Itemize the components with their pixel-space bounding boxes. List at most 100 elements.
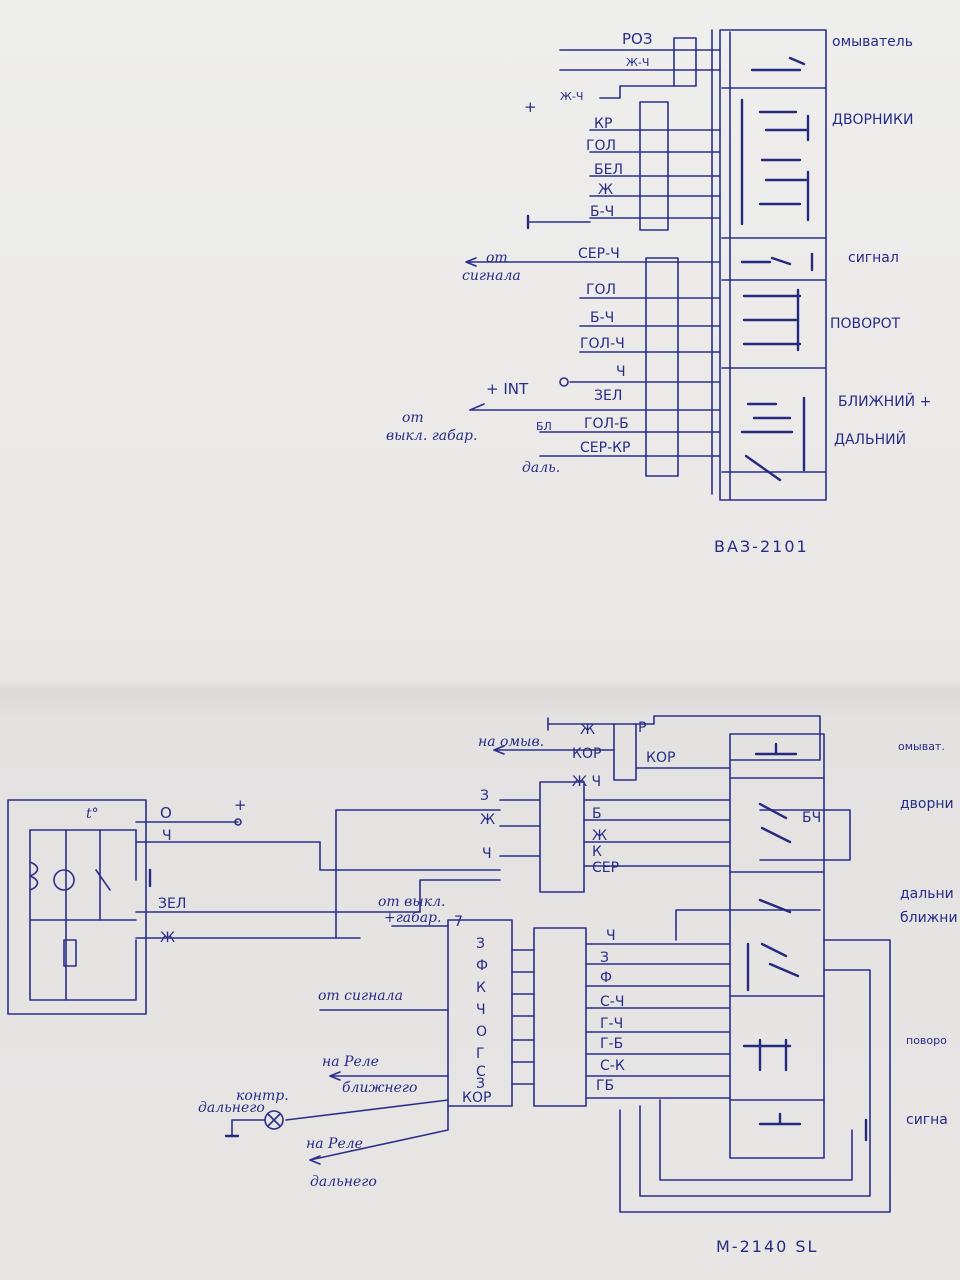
label-turn: ПОВОРОТ <box>830 316 901 332</box>
label-gol-c: ГОЛ <box>586 282 616 298</box>
label-z-mid: З <box>480 788 489 804</box>
label-bl: БЛ <box>536 420 552 433</box>
label-low-2: ближни <box>900 910 958 926</box>
label-zh-mid-r: Ж <box>592 828 607 844</box>
connector-a <box>673 37 697 87</box>
title-m-2140: М-2140 SL <box>716 1237 818 1256</box>
label-zh: Ж <box>598 182 613 198</box>
label-kor-top: КОР <box>572 746 601 762</box>
relay-box <box>7 799 147 1015</box>
label-gol-ch: ГОЛ-Ч <box>580 336 625 352</box>
label-from-signal-2: от сигнала <box>318 988 403 1004</box>
control-lamp-icon <box>264 1110 284 1130</box>
switch-housing-2 <box>729 733 825 1159</box>
label-plus-relay: + <box>234 796 247 814</box>
label-num-7: 7 <box>454 914 463 930</box>
label-switch: выкл. габар. <box>386 428 477 444</box>
label-ser-kr: СЕР-КР <box>580 440 631 456</box>
label-control-far: дальнего <box>198 1100 265 1116</box>
label-turn-2: поворо <box>906 1034 947 1047</box>
label-washer-2: омыват. <box>898 740 945 753</box>
label-int: + INT <box>486 380 529 398</box>
label-signal: сигнала <box>462 268 521 284</box>
connector-b <box>639 101 669 231</box>
label-zh-mid: Ж <box>480 812 495 828</box>
switch-housing <box>719 29 827 501</box>
label-to-washer: на омыв. <box>478 734 544 750</box>
label-plus: + <box>524 98 537 116</box>
label-lr-4: Г-Ч <box>600 1016 623 1032</box>
label-washer: омыватель <box>832 34 913 50</box>
label-ch: Ч <box>616 364 626 380</box>
label-switch-2: +габар. <box>384 910 441 926</box>
label-to-low-relay: на Реле <box>322 1054 379 1070</box>
label-low-beam: БЛИЖНИЙ + <box>838 392 931 410</box>
label-horn: сигнал <box>848 250 899 266</box>
label-ll-5: Г <box>476 1046 485 1062</box>
label-zel-relay: ЗЕЛ <box>158 896 186 912</box>
label-zh-ch-a: Ж-Ч <box>626 56 649 69</box>
label-lr-5: Г-Б <box>600 1036 623 1052</box>
label-ser-mid: СЕР <box>592 860 619 876</box>
label-b-ch: Б-Ч <box>590 204 614 220</box>
label-high-beam: ДАЛЬНИЙ <box>834 430 906 448</box>
label-o: О <box>160 804 172 822</box>
label-ser-ch: СЕР-Ч <box>578 246 620 262</box>
label-ll-8: КОР <box>462 1090 491 1106</box>
label-from-switch-2: от выкл. <box>378 894 445 910</box>
label-lr-0: Ч <box>606 928 616 944</box>
label-ll-7: З <box>476 1076 485 1092</box>
label-roz: РОЗ <box>622 30 652 48</box>
label-gol-b: ГОЛ-Б <box>584 416 629 432</box>
label-lr-6: С-К <box>600 1058 625 1074</box>
label-kr: КР <box>594 116 612 132</box>
label-to-high-relay: на Реле <box>306 1136 363 1152</box>
label-ch-mid: Ч <box>482 846 492 862</box>
label-from: от <box>486 250 508 266</box>
label-kor-top-2: КОР <box>646 750 675 766</box>
label-high: дальнего <box>310 1174 377 1190</box>
middle-connector <box>539 781 585 893</box>
label-ll-4: О <box>476 1024 487 1040</box>
label-wipers: ДВОРНИКИ <box>832 112 913 128</box>
label-wipers-2: дворни <box>900 796 954 812</box>
label-horn-2: сигна <box>906 1112 948 1128</box>
label-far: даль. <box>522 460 560 476</box>
label-bc: БЧ <box>802 810 821 826</box>
label-ll-3: Ч <box>476 1002 486 1018</box>
label-low: ближнего <box>342 1080 417 1096</box>
label-zh-top: Ж <box>580 722 595 738</box>
label-zh-relay: Ж <box>160 930 175 946</box>
label-control: контр. <box>236 1088 289 1104</box>
label-b-mid: Б <box>592 806 602 822</box>
label-ll-0: З <box>476 936 485 952</box>
label-zh-ch-b: Ж-Ч <box>560 90 583 103</box>
label-high-2: дальни <box>900 886 954 902</box>
lower-connector-left <box>447 919 513 1107</box>
label-zhch-mid: Ж Ч <box>572 774 601 790</box>
top-diagram: РОЗ Ж-Ч + Ж-Ч КР ГОЛ БЕЛ Ж Б-Ч СЕР-Ч от … <box>386 29 931 556</box>
label-temp: t° <box>86 806 99 822</box>
connector-c <box>645 257 679 477</box>
bottom-diagram: О Ч ЗЕЛ Ж t° + Ж КОР Р КОР на омыв. З Ж … <box>7 715 958 1256</box>
lower-connector-right <box>533 927 587 1107</box>
label-ll-6: С <box>476 1064 486 1080</box>
label-lr-7: ГБ <box>596 1078 614 1094</box>
label-r-top: Р <box>638 720 646 736</box>
label-ch-relay: Ч <box>162 828 172 844</box>
label-lr-2: Ф <box>600 970 612 986</box>
label-from-2: от <box>402 410 424 426</box>
label-gol: ГОЛ <box>586 138 616 154</box>
label-lr-3: С-Ч <box>600 994 624 1010</box>
top-connector <box>613 723 637 781</box>
label-k-mid: К <box>592 844 602 860</box>
label-ll-2: К <box>476 980 486 996</box>
label-b-ch-c: Б-Ч <box>590 310 614 326</box>
label-ll-1: Ф <box>476 958 488 974</box>
label-lr-1: З <box>600 950 609 966</box>
title-vaz-2101: ВАЗ-2101 <box>714 537 809 556</box>
label-bel: БЕЛ <box>594 162 623 178</box>
label-zel: ЗЕЛ <box>594 388 622 404</box>
